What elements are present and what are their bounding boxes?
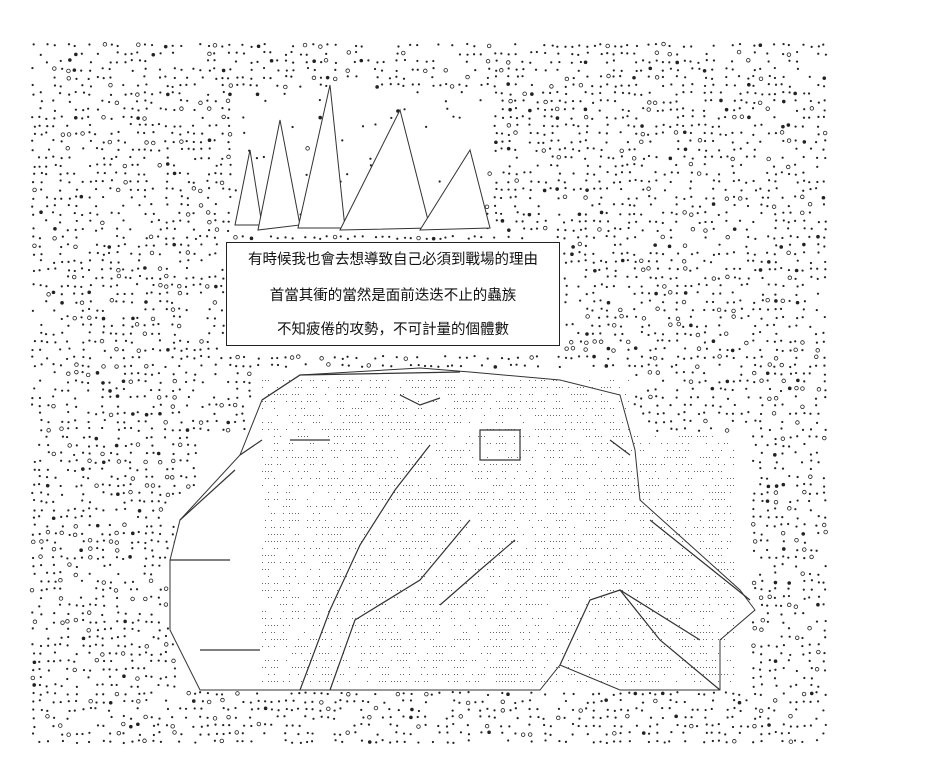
dot-pattern-background <box>29 41 828 745</box>
caption-line-3: 不知疲倦的攻勢，不可計量的個體數 <box>277 322 509 338</box>
creature-details <box>170 371 751 691</box>
caption-box: 有時候我也會去想導致自己必須到戰場的理由 首當其衝的當然是面前迭迭不止的蟲族 不… <box>226 242 560 346</box>
caption-line-2: 首當其衝的當然是面前迭迭不止的蟲族 <box>269 288 517 304</box>
caption-line-1: 有時候我也會去想導致自己必須到戰場的理由 <box>248 252 538 268</box>
light-shards <box>234 84 491 231</box>
